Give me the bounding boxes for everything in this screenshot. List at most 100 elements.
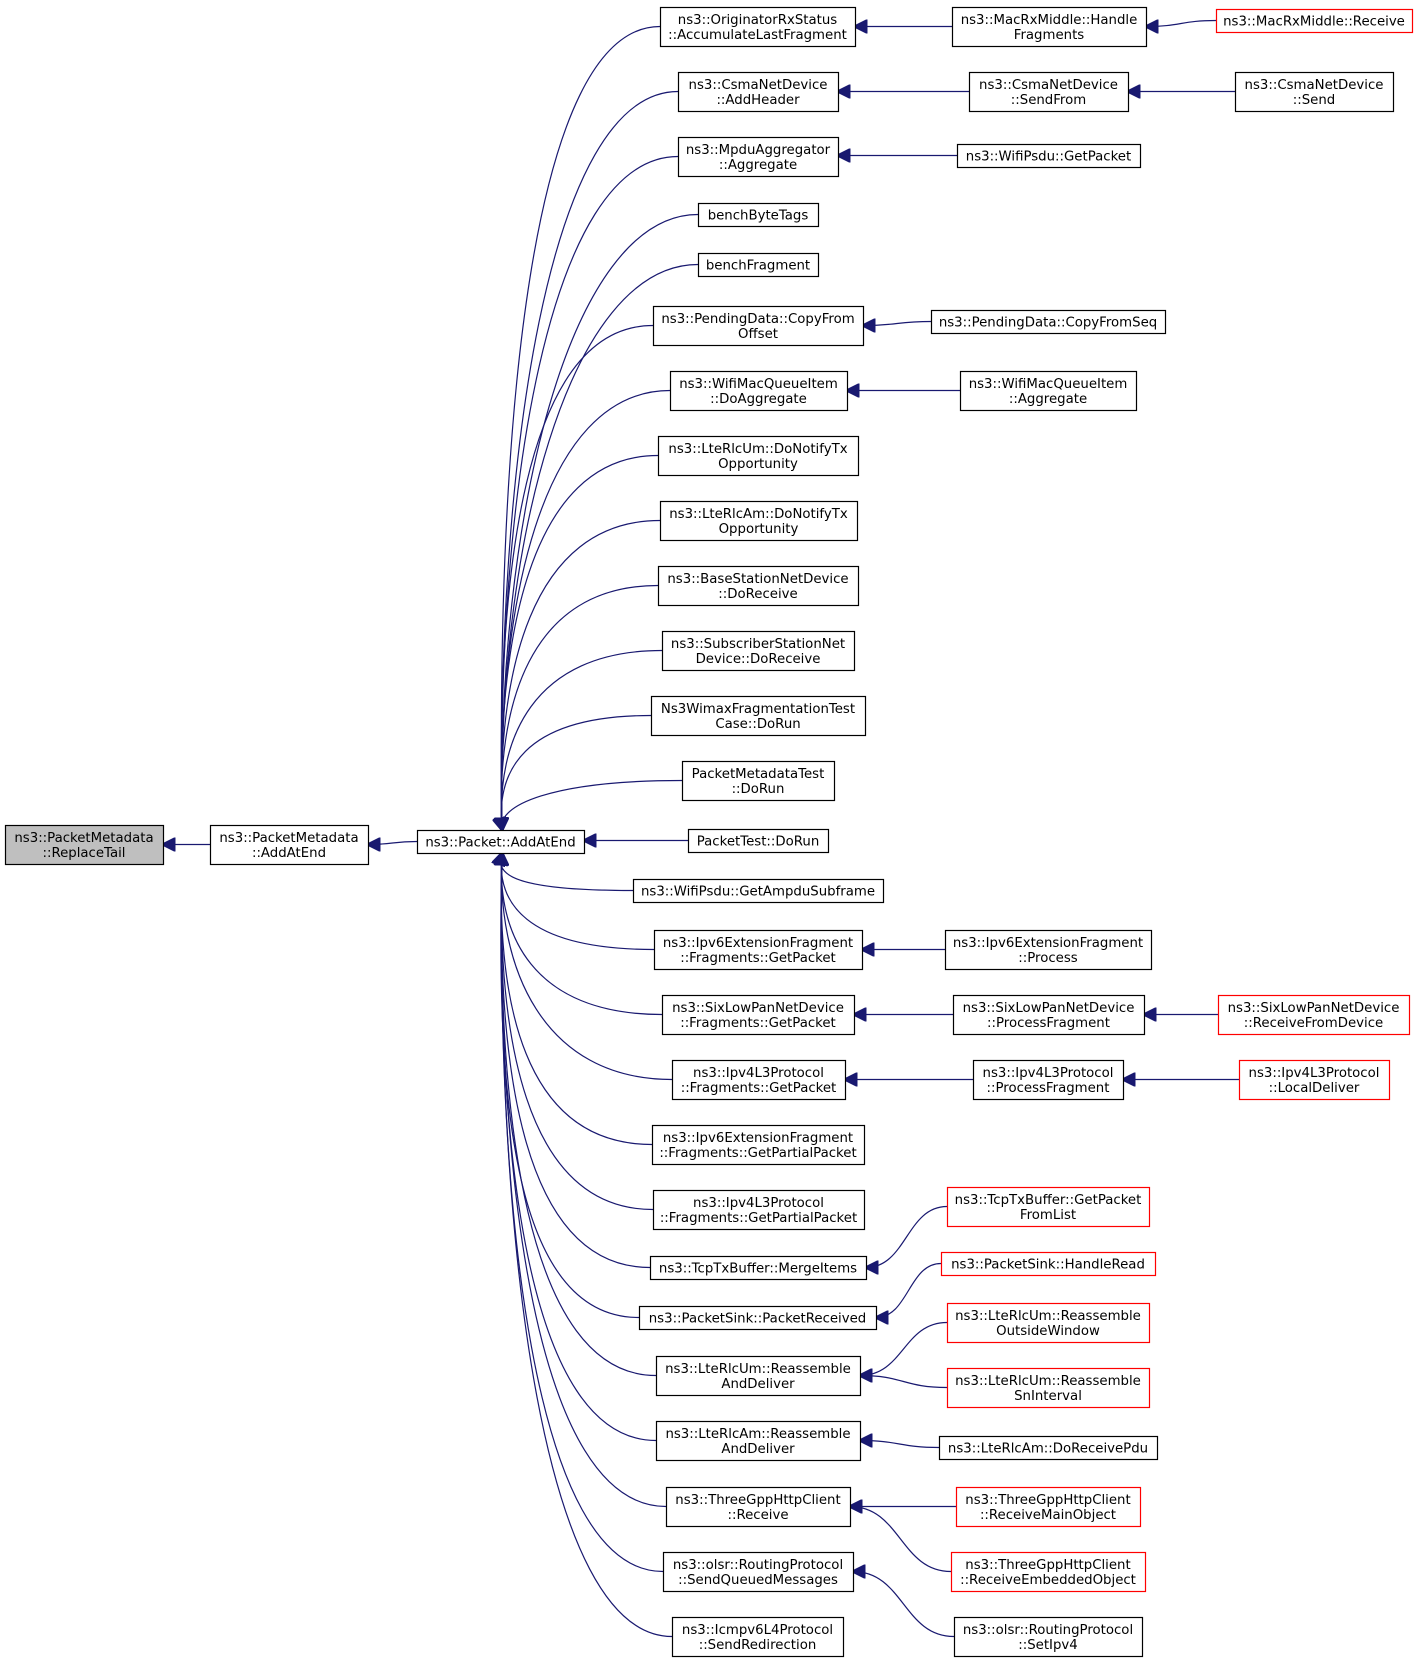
node-box xyxy=(638,1305,878,1331)
node-box xyxy=(662,1551,855,1593)
node-olsr-send-queued[interactable]: ns3::olsr::RoutingProtocol::SendQueuedMe… xyxy=(662,1551,855,1593)
node-label: ::Send xyxy=(1293,93,1335,108)
node-ipv4l3-process-frag[interactable]: ns3::Ipv4L3Protocol::ProcessFragment xyxy=(972,1059,1125,1101)
edges xyxy=(163,21,1239,1638)
node-ipv4l3-getpacket[interactable]: ns3::Ipv4L3Protocol::Fragments::GetPacke… xyxy=(671,1059,847,1101)
node-label: ns3::ThreeGppHttpClient xyxy=(965,1558,1130,1573)
node-ipv6-frag-process[interactable]: ns3::Ipv6ExtensionFragment::Process xyxy=(944,929,1153,971)
node-mpdu-aggregate[interactable]: ns3::MpduAggregator::Aggregate xyxy=(677,136,840,178)
node-box xyxy=(687,828,830,854)
edge-lte_um_reassemble_outside-to-lte_um_reassemble xyxy=(860,1321,948,1376)
node-label: ns3::CsmaNetDevice xyxy=(689,78,828,93)
node-label: ns3::BaseStationNetDevice xyxy=(667,572,848,587)
node-box xyxy=(697,252,820,278)
node-box xyxy=(946,1302,1151,1344)
node-sixlowpan-process-frag[interactable]: ns3::SixLowPanNetDevice::ProcessFragment xyxy=(952,994,1146,1036)
node-label: ns3::olsr::RoutingProtocol xyxy=(963,1623,1133,1638)
node-label: ns3::ThreeGppHttpClient xyxy=(965,1493,1130,1508)
node-label: ns3::MacRxMiddle::Handle xyxy=(961,13,1138,28)
edge-packet_metadata_test-to-packet_add_at_end xyxy=(502,779,683,831)
node-sixlowpan-receive-from[interactable]: ns3::SixLowPanNetDevice::ReceiveFromDevi… xyxy=(1217,994,1411,1036)
edge-pending_copy_offset-to-packet_add_at_end xyxy=(501,324,654,831)
edge-lte_am_notify-to-packet_add_at_end xyxy=(501,519,661,831)
node-label: ns3::TcpTxBuffer::GetPacket xyxy=(955,1193,1142,1208)
node-label: ns3::LteRlcAm::Reassemble xyxy=(665,1427,850,1442)
node-wifi-psdu-ampdu[interactable]: ns3::WifiPsdu::GetAmpduSubframe xyxy=(632,878,885,904)
edge-lte_um_reassemble-to-packet_add_at_end xyxy=(501,853,657,1377)
edge-icmpv6_redirect-to-packet_add_at_end xyxy=(501,853,673,1638)
node-packet-sink-handle-read[interactable]: ns3::PacketSink::HandleRead xyxy=(940,1251,1157,1277)
node-box xyxy=(677,71,840,113)
node-http-client-receive[interactable]: ns3::ThreeGppHttpClient::Receive xyxy=(665,1486,852,1528)
node-label: ::AccumulateLastFragment xyxy=(668,28,847,43)
node-mac-rx-receive[interactable]: ns3::MacRxMiddle::Receive xyxy=(1215,8,1414,34)
node-label: ns3::SixLowPanNetDevice xyxy=(672,1001,844,1016)
node-wifi-queue-do-agg[interactable]: ns3::WifiMacQueueItem::DoAggregate xyxy=(669,370,849,412)
node-ipv6-frag-partial[interactable]: ns3::Ipv6ExtensionFragment::Fragments::G… xyxy=(651,1124,866,1166)
node-label: ns3::LteRlcUm::Reassemble xyxy=(955,1374,1141,1389)
node-http-receive-embedded[interactable]: ns3::ThreeGppHttpClient::ReceiveEmbedded… xyxy=(950,1551,1147,1593)
node-label: ::Receive xyxy=(727,1508,788,1523)
node-wifi-queue-aggregate[interactable]: ns3::WifiMacQueueItem::Aggregate xyxy=(959,370,1138,412)
node-csma-send-from[interactable]: ns3::CsmaNetDevice::SendFrom xyxy=(968,71,1130,113)
node-label: ns3::WifiMacQueueItem xyxy=(969,377,1128,392)
node-packet-sink-received[interactable]: ns3::PacketSink::PacketReceived xyxy=(638,1305,878,1331)
nodes: ns3::PacketMetadata::ReplaceTailns3::Pac… xyxy=(4,6,1414,1658)
node-sixlowpan-getpacket[interactable]: ns3::SixLowPanNetDevice::Fragments::GetP… xyxy=(661,994,856,1036)
node-packet-add-at-end[interactable]: ns3::Packet::AddAtEnd xyxy=(416,829,586,855)
node-label: ns3::SixLowPanNetDevice xyxy=(963,1001,1135,1016)
node-ipv6-frag-getpacket[interactable]: ns3::Ipv6ExtensionFragment::Fragments::G… xyxy=(653,929,864,971)
node-label: ns3::WifiPsdu::GetAmpduSubframe xyxy=(641,885,875,900)
node-label: ns3::WifiPsdu::GetPacket xyxy=(966,150,1131,165)
node-box xyxy=(1217,994,1411,1036)
node-icmpv6-redirect[interactable]: ns3::Icmpv6L4Protocol::SendRedirection xyxy=(671,1616,845,1658)
node-bench-byte-tags[interactable]: benchByteTags xyxy=(697,202,820,228)
node-replace-tail[interactable]: ns3::PacketMetadata::ReplaceTail xyxy=(4,824,165,866)
node-label: ns3::LteRlcAm::DoNotifyTx xyxy=(669,507,848,522)
node-pending-copy-seq[interactable]: ns3::PendingData::CopyFromSeq xyxy=(930,309,1167,335)
edge-lte_am_reassemble-to-packet_add_at_end xyxy=(501,853,657,1442)
node-csma-send[interactable]: ns3::CsmaNetDevice::Send xyxy=(1234,71,1395,113)
node-label: ns3::LteRlcUm::Reassemble xyxy=(665,1362,851,1377)
node-box xyxy=(665,1486,852,1528)
node-label: ::SendFrom xyxy=(1011,93,1086,108)
node-wifi-psdu-getpacket[interactable]: ns3::WifiPsdu::GetPacket xyxy=(956,143,1142,169)
edge-lte_um_reassemble_sn-to-lte_um_reassemble xyxy=(860,1376,948,1389)
node-pm-add-at-end[interactable]: ns3::PacketMetadata::AddAtEnd xyxy=(209,824,370,866)
node-box xyxy=(944,929,1153,971)
node-label: ::ReceiveEmbeddedObject xyxy=(960,1573,1136,1588)
node-csma-add-header[interactable]: ns3::CsmaNetDevice::AddHeader xyxy=(677,71,840,113)
node-base-station-receive[interactable]: ns3::BaseStationNetDevice::DoReceive xyxy=(657,565,860,607)
node-box xyxy=(652,1189,866,1231)
node-label: ::Fragments::GetPartialPacket xyxy=(659,1146,856,1161)
node-label: ::DoReceive xyxy=(718,587,797,602)
node-packet-metadata-test[interactable]: PacketMetadataTest::DoRun xyxy=(681,760,836,802)
node-http-receive-main[interactable]: ns3::ThreeGppHttpClient::ReceiveMainObje… xyxy=(955,1486,1142,1528)
edge-packet_sink_handle_read-to-packet_sink_received xyxy=(876,1262,942,1318)
node-label: ::Aggregate xyxy=(1009,392,1087,407)
node-ipv4l3-partial[interactable]: ns3::Ipv4L3Protocol::Fragments::GetParti… xyxy=(652,1189,866,1231)
node-olsr-set-ipv4[interactable]: ns3::olsr::RoutingProtocol::SetIpv4 xyxy=(953,1616,1144,1658)
node-originator-acc[interactable]: ns3::OriginatorRxStatus::AccumulateLastF… xyxy=(659,6,857,48)
node-box xyxy=(681,760,836,802)
node-subscriber-receive[interactable]: ns3::SubscriberStationNetDevice::DoRecei… xyxy=(661,630,856,672)
node-bench-fragment[interactable]: benchFragment xyxy=(697,252,820,278)
node-box xyxy=(657,565,860,607)
node-packet-test[interactable]: PacketTest::DoRun xyxy=(687,828,830,854)
edge-mac_rx_receive-to-mac_rx_handle_frag xyxy=(1146,21,1217,27)
node-tcp-merge-items[interactable]: ns3::TcpTxBuffer::MergeItems xyxy=(649,1255,868,1281)
node-lte-am-do-receive-pdu[interactable]: ns3::LteRlcAm::DoReceivePdu xyxy=(938,1435,1159,1461)
node-label: ::Aggregate xyxy=(719,158,797,173)
node-ipv4l3-local-deliver[interactable]: ns3::Ipv4L3Protocol::LocalDeliver xyxy=(1238,1059,1391,1101)
node-label: ::ProcessFragment xyxy=(987,1016,1110,1031)
